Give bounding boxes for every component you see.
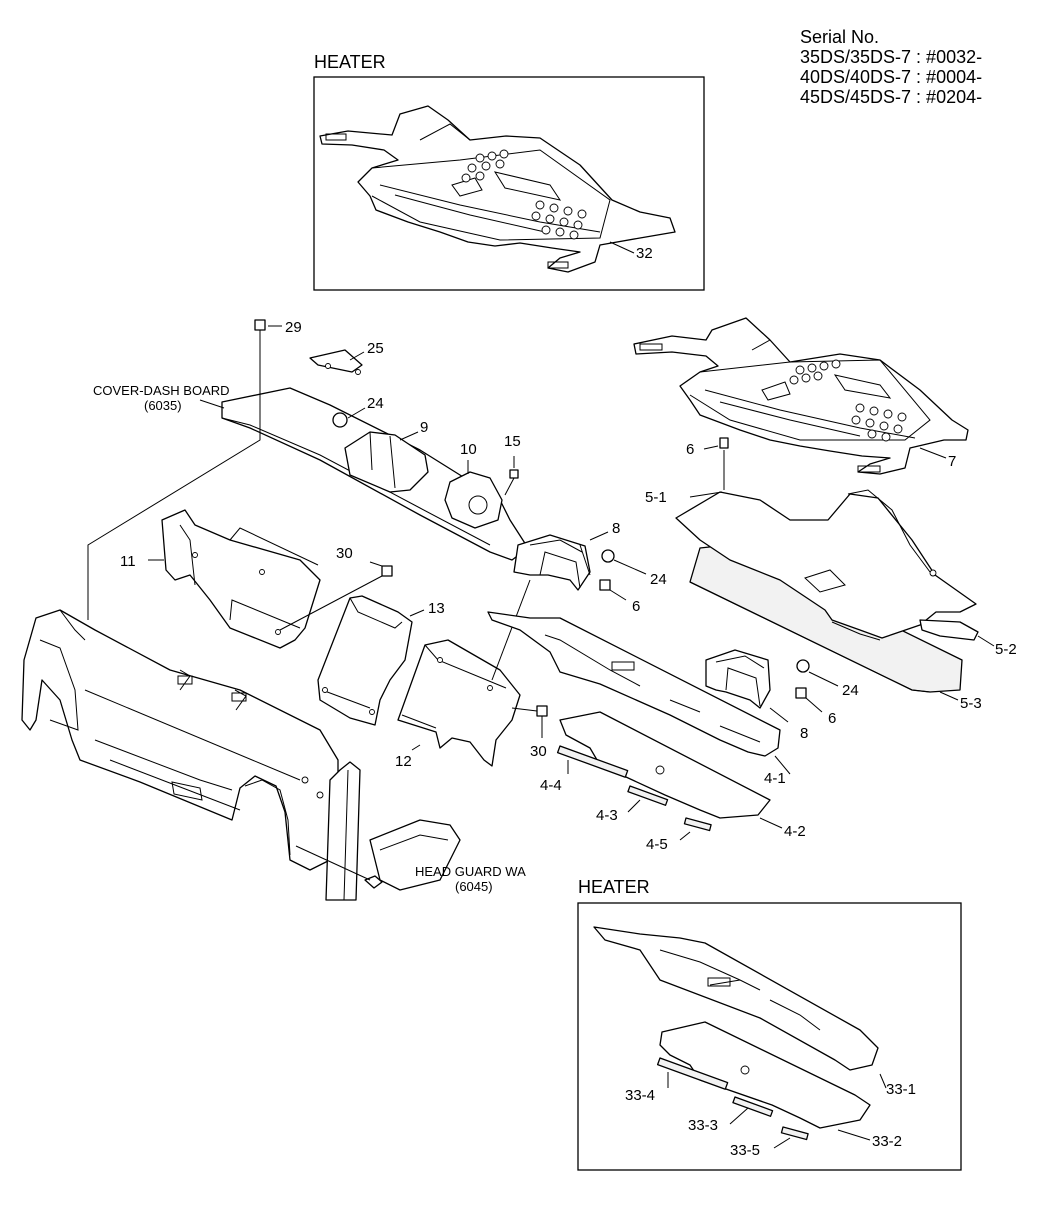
callout-10: 10: [460, 441, 477, 458]
bolt-6-right: [795, 687, 807, 699]
strip-33-5: [780, 1126, 809, 1141]
dash-cover-assembly: 29 25 24 9 10 15 COVER-DASH BOARD (6035): [93, 319, 529, 561]
callout-33-1: 33-1: [886, 1081, 916, 1098]
callout-33-4: 33-4: [625, 1087, 655, 1104]
bolt-30-top: [381, 565, 393, 577]
bolt-30-bottom: [536, 705, 548, 717]
bracket-5-2: [919, 619, 979, 641]
callout-33-5: 33-5: [730, 1142, 760, 1159]
callout-30-top: 30: [336, 545, 353, 562]
side-panels: 11 13 12 30 30: [120, 509, 548, 770]
panel-13: [317, 595, 413, 726]
callout-12: 12: [395, 753, 412, 770]
callout-13: 13: [428, 600, 445, 617]
serial-line-1: 35DS/35DS-7 : #0032-: [800, 47, 982, 67]
knob-housing-10: [444, 471, 503, 529]
reference-head-guard-code: (6045): [455, 879, 493, 894]
floor-mat-heater-holes: [461, 149, 587, 240]
floor-mat-7: 7: [633, 317, 969, 475]
heater-inset-top-heading: HEATER: [314, 52, 386, 72]
cover-9: [344, 431, 429, 493]
strip-4-3: [627, 785, 669, 806]
callout-32: 32: [636, 245, 653, 262]
reference-cover-dash-board-code: (6035): [144, 398, 182, 413]
callout-8-top: 8: [612, 520, 620, 537]
callout-5-3: 5-3: [960, 695, 982, 712]
center-ducts: 8 8 24 24 6 6: [491, 520, 859, 742]
bolt-29: [254, 319, 266, 331]
bolt-6-center: [599, 579, 611, 591]
callout-6-center: 6: [632, 598, 640, 615]
callout-7: 7: [948, 453, 956, 470]
callout-33-3: 33-3: [688, 1117, 718, 1134]
heater-inset-bottom-frame: [577, 902, 962, 1171]
callout-4-5: 4-5: [646, 836, 668, 853]
strip-4-4: [556, 745, 629, 778]
plate-4-2: [559, 711, 771, 819]
reference-cover-dash-board: COVER-DASH BOARD: [93, 383, 230, 398]
floor-mat-heater: [319, 105, 676, 273]
callout-25: 25: [367, 340, 384, 357]
bolt-6-top: [719, 437, 729, 449]
duct-8-top: [513, 534, 591, 591]
strip-4-5: [683, 817, 712, 832]
serial-title: Serial No.: [800, 27, 879, 47]
strip-33-4: [656, 1057, 729, 1090]
head-guard: HEAD GUARD WA (6045): [295, 761, 526, 901]
callout-6-right: 6: [828, 710, 836, 727]
heater-inset-top: HEATER 32: [313, 52, 705, 291]
plate-33-1: [593, 926, 879, 1071]
plate-33-2: [659, 1021, 871, 1129]
serial-line-2: 40DS/40DS-7 : #0004-: [800, 67, 982, 87]
callout-5-2: 5-2: [995, 641, 1017, 658]
grommet-24-right: [796, 659, 810, 673]
callout-24-center: 24: [650, 571, 667, 588]
plate-25: [309, 349, 363, 373]
duct-8-bottom: [705, 649, 771, 709]
heater-inset-bottom: HEATER 33-1 33-2 33-4 33-3 33-5: [577, 877, 962, 1171]
callout-24-right: 24: [842, 682, 859, 699]
grommet-24-top: [332, 412, 348, 428]
callout-8-bottom: 8: [800, 725, 808, 742]
callout-29: 29: [285, 319, 302, 336]
callout-5-1: 5-1: [645, 489, 667, 506]
screw-15: [509, 469, 519, 479]
reference-head-guard: HEAD GUARD WA: [415, 864, 526, 879]
heater-inset-top-frame: [313, 76, 705, 291]
plate-4-1: [487, 611, 781, 757]
callout-9: 9: [420, 419, 428, 436]
serial-line-3: 45DS/45DS-7 : #0204-: [800, 87, 982, 107]
callout-24-top: 24: [367, 395, 384, 412]
callout-4-4: 4-4: [540, 777, 562, 794]
callout-15: 15: [504, 433, 521, 450]
floor-mat-7-holes: [789, 359, 907, 442]
callout-4-3: 4-3: [596, 807, 618, 824]
floor-plate-group-4: 4-1 4-2 4-4 4-3 4-5: [487, 611, 806, 853]
serial-number-block: Serial No. 35DS/35DS-7 : #0032- 40DS/40D…: [800, 27, 982, 107]
floor-plate-group-5: 6 5-1 5-2 5-3: [645, 437, 1017, 712]
strip-33-3: [732, 1096, 774, 1117]
callout-11: 11: [120, 553, 136, 570]
callout-6-top: 6: [686, 441, 694, 458]
callout-30-bottom: 30: [530, 743, 547, 760]
panel-12: [397, 639, 521, 767]
callout-4-1: 4-1: [764, 770, 786, 787]
callout-4-2: 4-2: [784, 823, 806, 840]
panel-11: [161, 509, 321, 649]
heater-inset-bottom-heading: HEATER: [578, 877, 650, 897]
callout-33-2: 33-2: [872, 1133, 902, 1150]
dashboard-frame: [21, 420, 339, 871]
grommet-24-center: [601, 549, 615, 563]
